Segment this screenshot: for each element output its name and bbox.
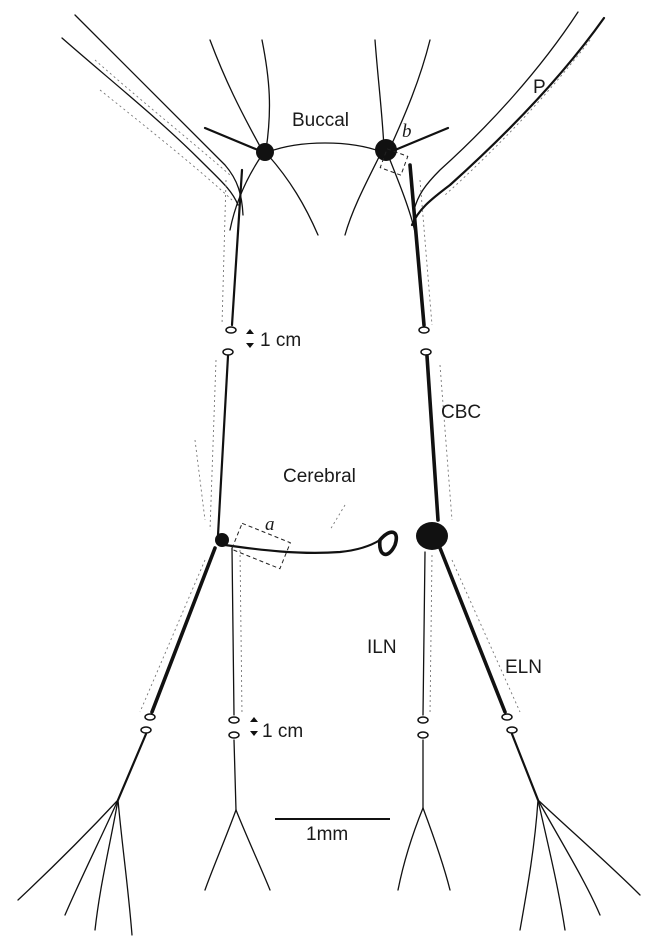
- label-b: b: [402, 121, 412, 142]
- scale-markers: [246, 329, 390, 819]
- label-eln: ELN: [505, 657, 542, 678]
- label-scale-bar: 1mm: [306, 824, 348, 845]
- label-1cm-lower: 1 cm: [262, 721, 303, 742]
- label-a: a: [265, 514, 275, 535]
- lower-cm-marker-icon: [250, 717, 258, 722]
- label-1cm-upper: 1 cm: [260, 330, 301, 351]
- upper-left-nerves: [62, 15, 243, 215]
- cerebral-ganglia: [195, 440, 448, 569]
- upper-right-nerve-p: [412, 12, 604, 225]
- buccal-branches: [205, 40, 448, 235]
- label-cbc: CBC: [441, 402, 481, 423]
- label-iln: ILN: [367, 637, 397, 658]
- upper-connectives: [222, 165, 432, 333]
- label-p: P: [533, 77, 546, 98]
- eln-nerves: [18, 548, 640, 935]
- lower-connectives: [210, 349, 452, 535]
- label-buccal: Buccal: [292, 110, 349, 131]
- upper-cm-marker-icon: [246, 329, 254, 334]
- label-cerebral: Cerebral: [283, 466, 356, 487]
